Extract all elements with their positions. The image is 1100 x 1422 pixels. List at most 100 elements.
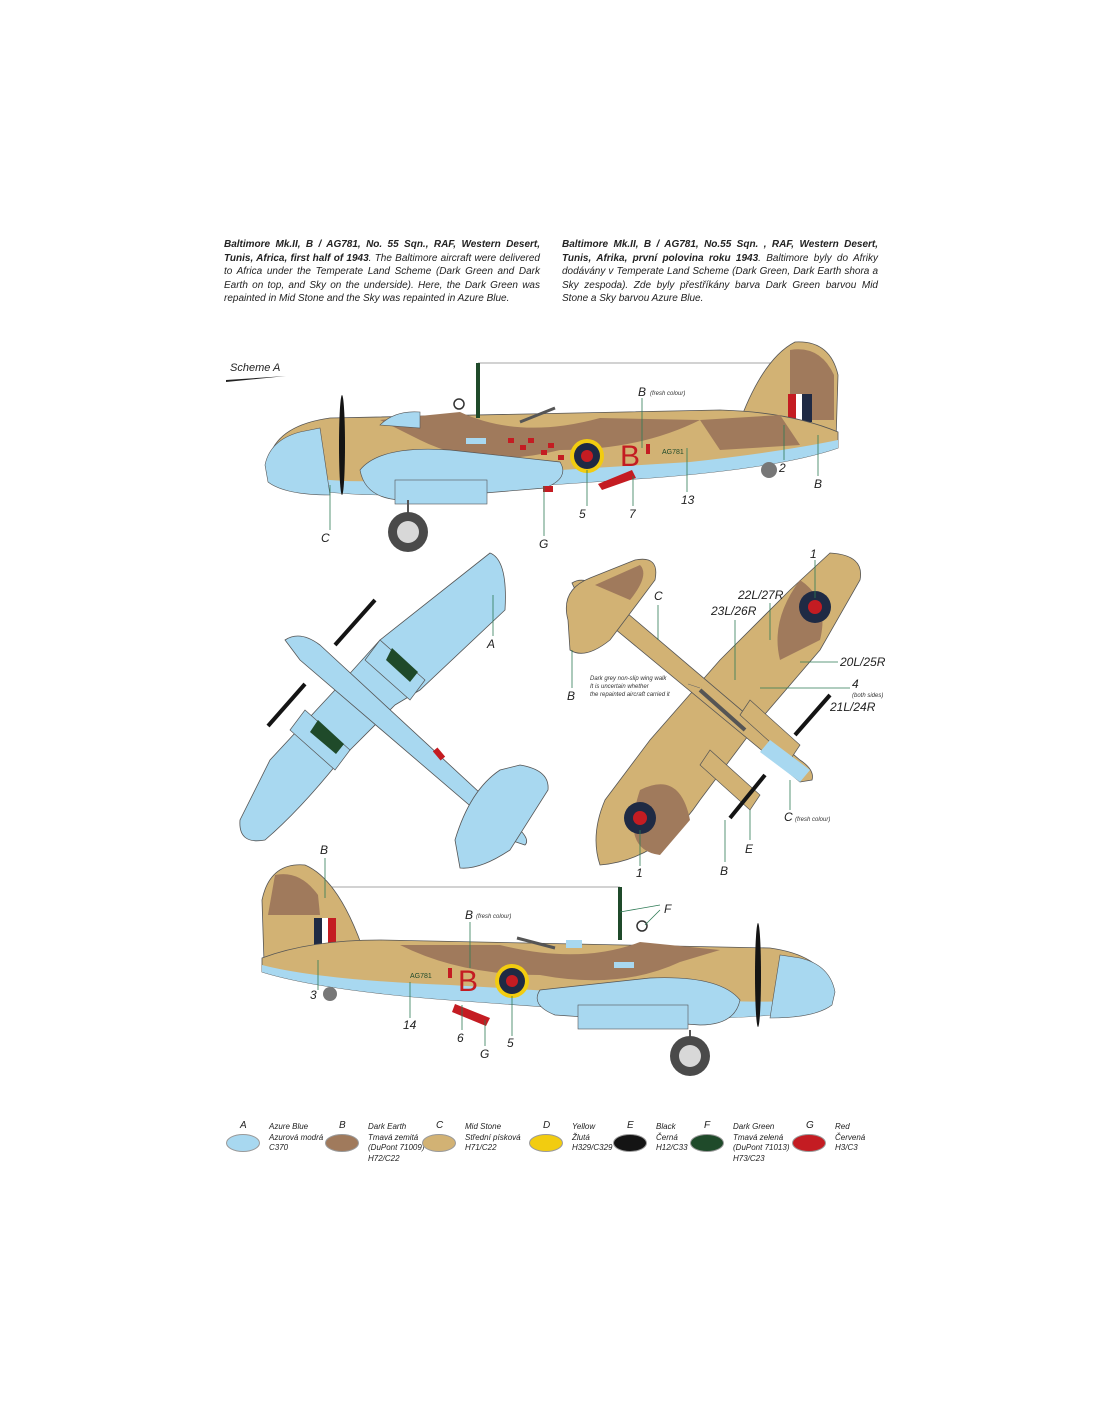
legend-e: E Black Černá H12/C33	[613, 1120, 688, 1154]
swatch-mid-stone	[422, 1134, 456, 1152]
legend-a-cz: Azurová modrá	[269, 1132, 324, 1142]
scheme-label: Scheme A	[230, 362, 281, 374]
legend-f-cz: Tmavá zelená	[733, 1132, 784, 1142]
side-right-code-letter: B	[458, 965, 478, 998]
legend-g-cz: Červená	[835, 1132, 866, 1142]
legend-b-cz: Tmavá zemitá	[368, 1132, 419, 1142]
legend-d: D Yellow Žlutá H329/C329	[529, 1120, 612, 1154]
side-left-fresh-colour: (fresh colour)	[650, 391, 685, 397]
side-right-callout-14: 14	[403, 1018, 417, 1032]
swatch-black	[613, 1134, 647, 1152]
side-right-callout-5: 5	[507, 1036, 514, 1050]
legend-d-en: Yellow	[572, 1122, 596, 1131]
caption-english-body: . The Baltimore aircraft were delivered …	[224, 252, 540, 305]
caption-czech: Baltimore Mk.II, B / AG781, No.55 Sqn. ,…	[562, 238, 878, 306]
side-right-fresh-colour: (fresh colour)	[476, 914, 511, 920]
side-right-callout-b2: B	[465, 908, 473, 922]
top-callout-21l: 21L/24R	[829, 700, 876, 714]
top-callout-e: E	[745, 842, 754, 856]
side-right-callout-f: F	[664, 902, 672, 916]
swatch-red	[792, 1134, 826, 1152]
swatch-dark-green	[690, 1134, 724, 1152]
walkway-note-2: It is uncertain whether	[590, 684, 650, 690]
legend-c-letter: C	[436, 1120, 444, 1131]
legend-b-code: H72/C22	[368, 1153, 400, 1163]
swatch-azure-blue	[226, 1134, 260, 1152]
top-callout-both-sides: (both sides)	[852, 693, 883, 699]
side-left-callout-7: 7	[629, 507, 637, 521]
side-right-callout-g: G	[480, 1047, 489, 1061]
side-left-callout-13: 13	[681, 493, 695, 507]
legend-b-text: Dark Earth Tmavá zemitá (DuPont 71009) H…	[368, 1122, 424, 1164]
side-right-callout-3: 3	[310, 988, 317, 1002]
legend-e-text: Black Černá H12/C33	[656, 1122, 688, 1154]
legend-f-text: Dark Green Tmavá zelená (DuPont 71013) H…	[733, 1122, 789, 1164]
legend-b: B Dark Earth Tmavá zemitá (DuPont 71009)…	[325, 1120, 424, 1164]
legend-c-code: H71/C22	[465, 1143, 497, 1152]
walkway-note-1: Dark grey non-slip wing walk	[590, 676, 667, 682]
legend-c-en: Mid Stone	[465, 1122, 502, 1131]
side-view-right: B AG781 B F B (fresh colour) 3 14 6 G 5	[261, 843, 836, 1076]
legend-b-letter: B	[339, 1120, 346, 1131]
legend-f-code: H73/C23	[733, 1153, 765, 1163]
walkway-note-3: the repainted aircraft carried it	[590, 692, 670, 698]
side-view-left: B AG781 B (fresh colour) 2 B 13 7	[264, 341, 839, 552]
caption-czech-body: . Baltimore byly do Afriky dodávány v Te…	[562, 252, 878, 305]
side-left-callout-b2: B	[814, 477, 822, 491]
legend-a-letter: A	[240, 1120, 247, 1131]
legend-b-ref: (DuPont 71009)	[368, 1143, 425, 1152]
legend-g-letter: G	[806, 1120, 814, 1131]
side-left-callout-2: 2	[778, 461, 786, 475]
legend-a: A Azure Blue Azurová modrá C370	[226, 1120, 323, 1154]
side-left-callout-b1: B	[638, 385, 646, 399]
side-left-code-letter: B	[620, 440, 640, 473]
legend-c-cz: Střední písková	[465, 1132, 521, 1142]
legend-c: C Mid Stone Střední písková H71/C22	[422, 1120, 521, 1154]
legend-e-letter: E	[627, 1120, 634, 1131]
side-left-callout-5: 5	[579, 507, 586, 521]
side-right-callout-6: 6	[457, 1031, 464, 1045]
top-callout-fresh-colour: (fresh colour)	[795, 817, 830, 823]
legend-f: F Dark Green Tmavá zelená (DuPont 71013)…	[690, 1120, 789, 1164]
legend-f-ref: (DuPont 71013)	[733, 1143, 790, 1152]
legend-a-code: C370	[269, 1143, 289, 1152]
legend-f-en: Dark Green	[733, 1122, 775, 1131]
legend-d-cz: Žlutá	[572, 1132, 590, 1142]
top-callout-20l: 20L/25R	[839, 655, 886, 669]
legend-d-letter: D	[543, 1120, 551, 1131]
legend-g: G Red Červená H3/C3	[792, 1120, 865, 1154]
legend-g-text: Red Červená H3/C3	[835, 1122, 865, 1154]
legend-d-text: Yellow Žlutá H329/C329	[572, 1122, 612, 1154]
legend-b-en: Dark Earth	[368, 1122, 407, 1131]
swatch-yellow	[529, 1134, 563, 1152]
side-left-serial: AG781	[662, 449, 684, 456]
caption-czech-title: Baltimore Mk.II, B / AG781, No.55 Sqn. ,…	[562, 239, 878, 264]
bottom-view: A	[239, 552, 549, 869]
top-callout-1b: 1	[636, 866, 643, 880]
legend-c-text: Mid Stone Střední písková H71/C22	[465, 1122, 521, 1154]
top-callout-b2: B	[720, 864, 728, 878]
side-left-callout-c: C	[321, 531, 330, 545]
caption-english-title: Baltimore Mk.II, B / AG781, No. 55 Sqn.,…	[224, 239, 540, 264]
caption-english: Baltimore Mk.II, B / AG781, No. 55 Sqn.,…	[224, 238, 540, 306]
top-callout-1a: 1	[810, 547, 817, 561]
bottom-callout-a: A	[486, 637, 495, 651]
swatch-dark-earth	[325, 1134, 359, 1152]
legend-e-cz: Černá	[656, 1132, 678, 1142]
legend-g-code: H3/C3	[835, 1143, 858, 1152]
side-right-serial: AG781	[410, 973, 432, 980]
side-left-callout-g: G	[539, 537, 548, 551]
top-callout-23l: 23L/26R	[710, 604, 757, 618]
top-callout-22l: 22L/27R	[737, 588, 784, 602]
legend-e-code: H12/C33	[656, 1143, 688, 1152]
legend-a-text: Azure Blue Azurová modrá C370	[269, 1122, 323, 1154]
top-callout-c1: C	[654, 589, 663, 603]
top-callout-b1: B	[567, 689, 575, 703]
legend-g-en: Red	[835, 1122, 850, 1131]
legend-a-en: Azure Blue	[269, 1122, 309, 1131]
top-callout-c2: C	[784, 810, 793, 824]
top-callout-4: 4	[852, 677, 859, 691]
side-right-callout-b1: B	[320, 843, 328, 857]
top-view: 1 22L/27R 23L/26R C 20L/25R 4 (both side…	[565, 547, 886, 880]
